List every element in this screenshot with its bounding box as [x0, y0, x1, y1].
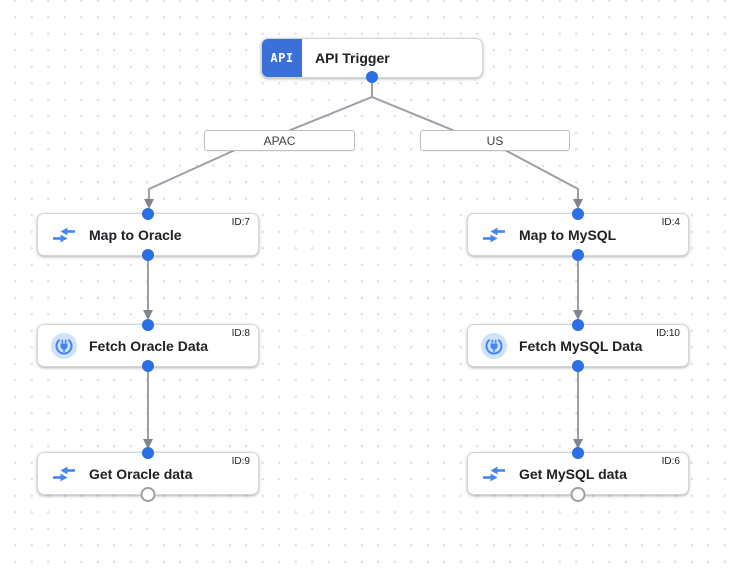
node-fetch-oracle-data[interactable]: ID:8 Fetch Oracle Data [37, 319, 259, 372]
connector-icon [481, 332, 507, 359]
node-id-badge: ID:10 [656, 328, 680, 339]
edge-us-map [504, 149, 579, 201]
node-id-badge: ID:7 [231, 217, 250, 228]
edge-trigger-us [371, 96, 456, 132]
edge-label-us[interactable]: US [420, 130, 570, 151]
input-port[interactable] [572, 447, 584, 459]
node-map-to-mysql[interactable]: ID:4 Map to MySQL [467, 208, 689, 261]
node-id-badge: ID:9 [231, 456, 250, 467]
node-map-to-oracle[interactable]: ID:7 Map to Oracle [37, 208, 259, 261]
edge-trigger-apac [287, 79, 373, 132]
input-port[interactable] [572, 208, 584, 220]
connector-icon [51, 332, 77, 359]
end-port[interactable] [570, 487, 586, 502]
node-get-oracle-data[interactable]: ID:9 Get Oracle data [37, 447, 259, 502]
node-id-badge: ID:8 [231, 328, 250, 339]
edge-apac-map [148, 149, 236, 201]
data-mapping-icon [51, 461, 77, 487]
output-port[interactable] [142, 249, 154, 261]
node-id-badge: ID:4 [661, 217, 680, 228]
api-trigger-icon: API [262, 39, 302, 77]
api-badge-text: API [270, 51, 294, 65]
node-title: Fetch MySQL Data [519, 337, 643, 354]
end-port[interactable] [140, 487, 156, 502]
data-mapping-icon [51, 222, 77, 248]
edge-label-apac[interactable]: APAC [204, 130, 355, 151]
output-port[interactable] [366, 71, 378, 83]
node-title: Map to Oracle [89, 226, 182, 243]
node-title: Map to MySQL [519, 226, 617, 243]
node-title: Fetch Oracle Data [89, 337, 209, 354]
data-mapping-icon [481, 222, 507, 248]
output-port[interactable] [572, 360, 584, 372]
output-port[interactable] [572, 249, 584, 261]
node-get-mysql-data[interactable]: ID:6 Get MySQL data [467, 447, 689, 502]
trigger-label: API Trigger [315, 50, 390, 66]
input-port[interactable] [142, 208, 154, 220]
node-fetch-mysql-data[interactable]: ID:10 Fetch MySQL Data [467, 319, 689, 372]
node-title: Get MySQL data [519, 465, 627, 482]
node-id-badge: ID:6 [661, 456, 680, 467]
input-port[interactable] [142, 319, 154, 331]
input-port[interactable] [142, 447, 154, 459]
data-mapping-icon [481, 461, 507, 487]
node-api-trigger[interactable]: API API Trigger [261, 38, 483, 83]
node-title: Get Oracle data [89, 465, 193, 482]
output-port[interactable] [142, 360, 154, 372]
input-port[interactable] [572, 319, 584, 331]
